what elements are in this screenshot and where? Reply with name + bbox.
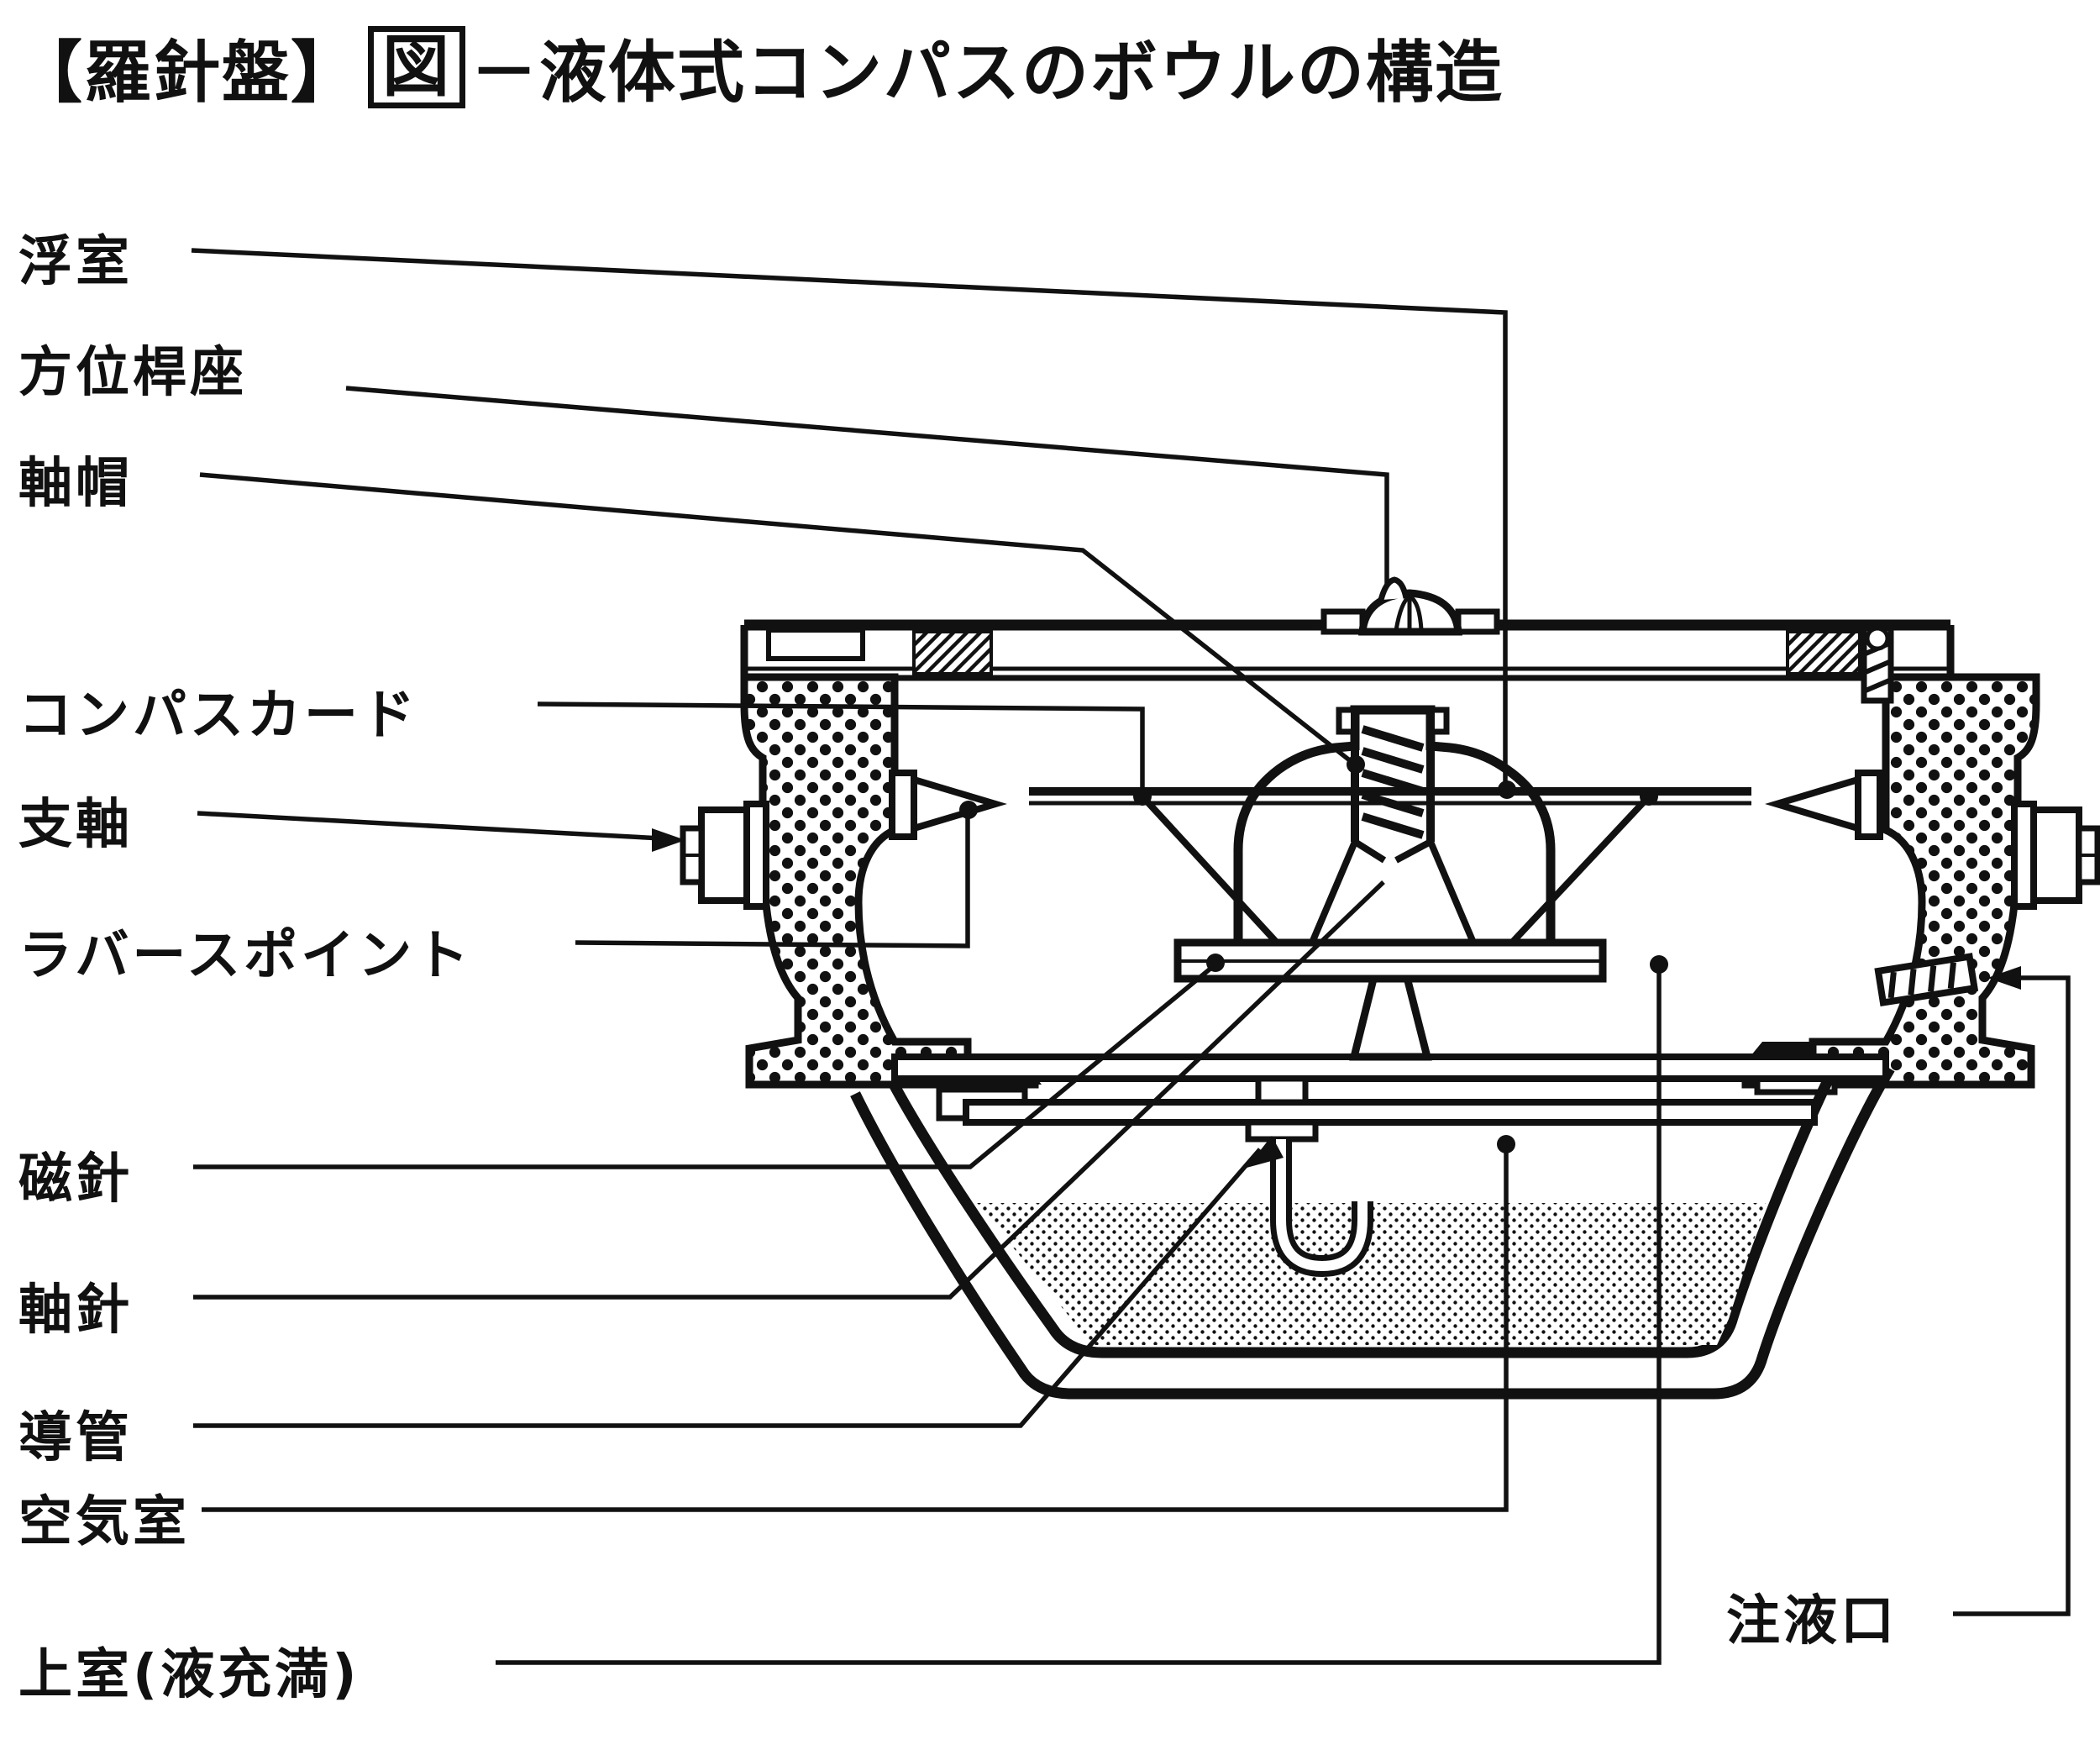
gimbal-stud-left (680, 801, 769, 910)
lid-left-hatch (912, 630, 993, 675)
label-magnetic-needle: 磁針 (18, 1148, 133, 1211)
label-support-shaft: 支軸 (18, 794, 133, 856)
label-pivot-needle: 軸針 (18, 1279, 133, 1342)
arrow-conduit (1247, 1136, 1284, 1168)
lower-bowl-inner-shell (887, 1058, 1843, 1358)
label-lubber-point: ラバースポイント (18, 925, 473, 987)
label-air-chamber: 空気室 (18, 1491, 190, 1553)
leader-dots (959, 755, 1668, 1153)
lid-screw (1861, 625, 1894, 704)
label-azimuth-rod-seat: 方位桿座 (18, 342, 247, 404)
leader-filling-port (1953, 975, 2071, 1616)
lubber-point-right (1765, 770, 1883, 840)
label-conduit: 導管 (18, 1407, 133, 1469)
leader-azimuth-seat (345, 386, 1389, 586)
arrow-filling-port (1987, 966, 2021, 990)
leader-arrowheads (652, 828, 2021, 1168)
filler-plug (1874, 953, 1979, 1007)
title-bracket: 【羅針盤】 (15, 34, 360, 112)
leader-float-chamber (191, 248, 1508, 788)
leader-magnetic-needle (193, 962, 1217, 1169)
label-compass-card: コンパスカード (18, 685, 418, 747)
gimbal-stud-right (2011, 801, 2100, 910)
partition-plate-lower (963, 1099, 1818, 1126)
page-title: 【羅針盤】図－液体式コンパスのボウルの構造 (15, 18, 1504, 116)
leader-conduit (193, 1148, 1263, 1428)
title-rest: －液体式コンパスのボウルの構造 (470, 34, 1504, 112)
lid-right-hatch (1786, 630, 1861, 675)
conduit-tube (1270, 1139, 1373, 1278)
bowl-right-wall (1741, 673, 2040, 1089)
label-pivot-cap: 軸帽 (18, 453, 133, 515)
label-filling-port: 注液口 (1726, 1590, 1898, 1652)
azimuth-seat-dome (1320, 576, 1500, 636)
leader-pivot-needle (193, 880, 1385, 1300)
leader-lines (191, 248, 2071, 1665)
expansion-liquid (977, 1203, 1766, 1345)
leader-support-shaft (197, 811, 663, 841)
conduit-fitting (1255, 1075, 1309, 1106)
card-support-struts (1140, 794, 1651, 945)
leader-lubber-point (575, 815, 970, 948)
leader-upper-chamber (496, 968, 1662, 1665)
label-float-chamber: 浮室 (18, 231, 133, 293)
title-figure-box: 図 (368, 26, 465, 108)
leader-compass-card (537, 701, 1145, 793)
lubber-point-left (889, 770, 1007, 840)
leader-air-chamber (202, 1148, 1509, 1512)
leader-pivot-cap (199, 472, 1357, 767)
bowl-left-wall (740, 673, 1039, 1089)
conduit-fitting-flange (1245, 1119, 1319, 1143)
lower-bowl-outer-shell (850, 1065, 1895, 1400)
arrow-support-shaft (652, 828, 685, 852)
label-upper-chamber: 上室(液充満) (18, 1644, 360, 1706)
pivot-support-cone (1349, 910, 1432, 1061)
magnet-plate (1173, 938, 1607, 983)
